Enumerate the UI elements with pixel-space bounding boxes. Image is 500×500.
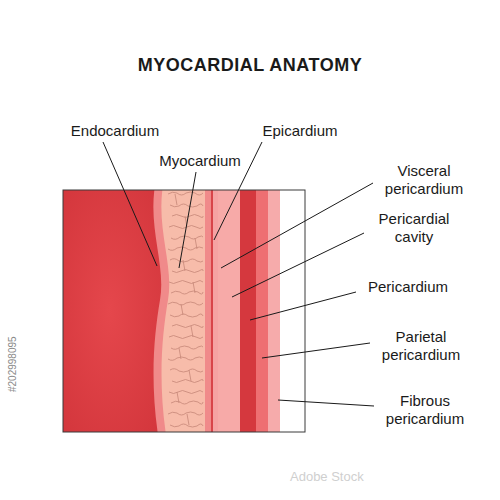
diagram-title: MYOCARDIAL ANATOMY xyxy=(20,56,480,74)
layer-label: Fibrous pericardium xyxy=(377,392,473,428)
muscle-fiber xyxy=(168,302,203,305)
layer-label: Pericardial cavity xyxy=(366,210,462,246)
muscle-fiber xyxy=(170,424,203,427)
layer-label: Epicardium xyxy=(250,122,350,140)
leader-lines xyxy=(103,142,374,406)
parietal-layer xyxy=(256,190,268,432)
muscle-fiber xyxy=(169,336,203,339)
layer-label: Pericardium xyxy=(358,278,458,296)
muscle-fiber xyxy=(170,369,203,372)
visceral-layer xyxy=(213,190,218,432)
muscle-fiber xyxy=(171,346,203,349)
muscle-fiber xyxy=(175,194,177,205)
muscle-fiber xyxy=(170,259,203,262)
muscle-fiber xyxy=(172,270,203,273)
muscle-fiber xyxy=(169,281,203,284)
watermark: Adobe Stock xyxy=(290,468,380,486)
blood-chamber xyxy=(63,190,170,432)
muscle-fiber xyxy=(168,357,203,360)
muscle-fiber xyxy=(171,401,203,404)
muscle-fiber xyxy=(171,236,203,239)
cavity-layer xyxy=(218,190,240,432)
muscle-fiber xyxy=(171,291,203,294)
epicardium-layer xyxy=(205,190,211,432)
endocardium-layer xyxy=(153,190,215,432)
layer-label: Visceral pericardium xyxy=(372,162,476,198)
fibrous-layer xyxy=(268,190,280,432)
muscle-fiber xyxy=(187,414,189,425)
muscle-fiber xyxy=(181,304,183,315)
muscle-fiber xyxy=(189,370,191,381)
muscle-fiber xyxy=(168,247,203,250)
muscle-fiber xyxy=(169,391,203,394)
muscle-fiber xyxy=(168,412,203,415)
stock-id: #202998095 xyxy=(4,336,22,392)
pericardium-layer xyxy=(240,190,256,432)
myocardium-layer xyxy=(161,190,205,432)
wall-layers xyxy=(63,190,305,432)
muscle-fiber xyxy=(170,314,203,317)
layer-label: Parietal pericardium xyxy=(373,328,469,364)
muscle-fiber xyxy=(172,380,203,383)
muscle-fiber xyxy=(168,192,203,195)
layer-label: Endocardium xyxy=(60,122,170,140)
muscle-fiber xyxy=(172,325,203,328)
muscle-fiber xyxy=(170,204,203,207)
frame xyxy=(63,190,305,432)
layer-label: Myocardium xyxy=(150,152,250,170)
